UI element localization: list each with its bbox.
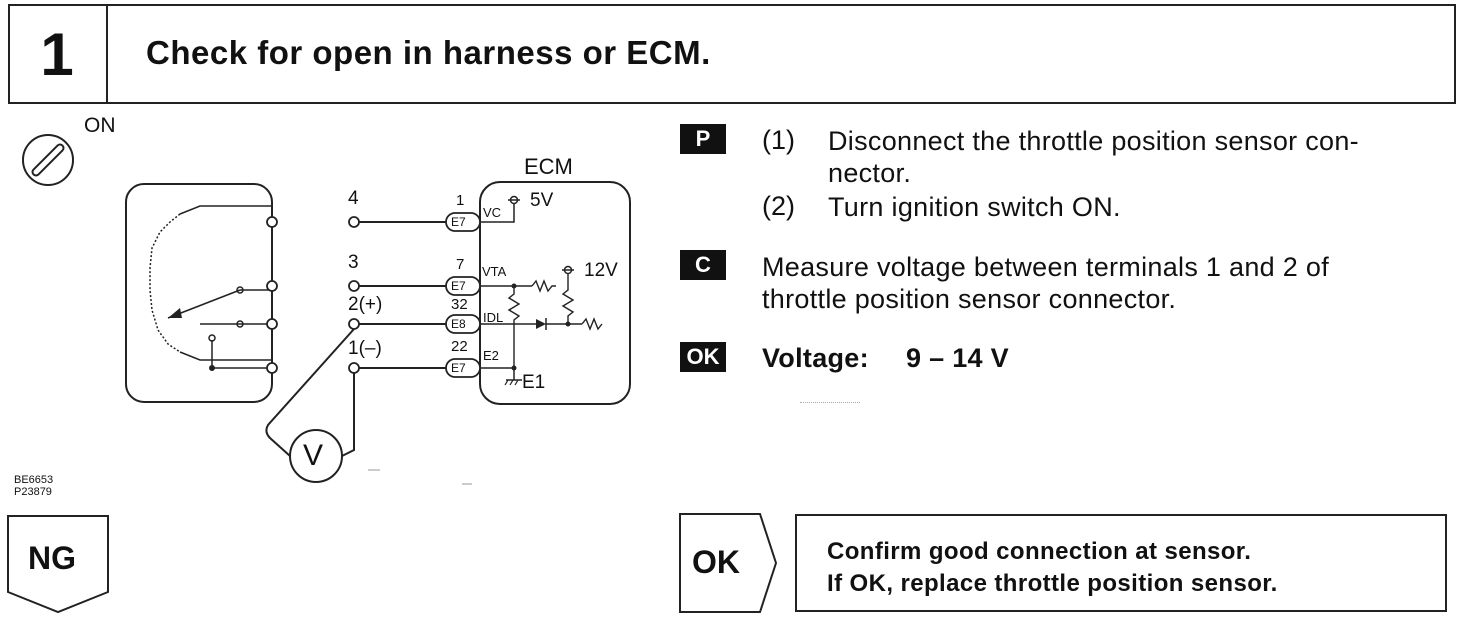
- connector-label: E7: [451, 279, 466, 293]
- ecm-signal-label: IDL: [483, 310, 504, 325]
- step-header: [8, 4, 1456, 104]
- spec-label: Voltage:: [762, 343, 869, 373]
- sensor-housing: [125, 183, 273, 403]
- ignition-on-label: ON: [84, 114, 116, 137]
- ecm-pin-number: 1: [456, 192, 465, 209]
- ok-conclusion-box: Confirm good connection at sensor. If OK…: [795, 514, 1447, 612]
- ignition-key-icon: [22, 134, 74, 186]
- ecm-signal-label: VTA: [482, 264, 507, 279]
- step-item-number: (1): [762, 125, 795, 155]
- ground-label: E1: [522, 372, 546, 393]
- check-text: Measure voltage between terminals 1 and …: [762, 252, 1330, 282]
- ecm-housing: [479, 181, 631, 405]
- divider: [800, 402, 860, 403]
- sensor-pin-label: 1(–): [348, 338, 382, 359]
- figure-code: P23879: [14, 486, 52, 498]
- step-title: Check for open in harness or ECM.: [146, 34, 711, 71]
- step-item-text: Disconnect the throttle position sensor …: [828, 126, 1359, 156]
- figure-code: BE6653: [14, 474, 54, 486]
- ecm-signal-label: E2: [483, 348, 499, 363]
- wiring-diagram: ECM 4 3 2(+) 1(–) 1 7 32 22 E7 E7 E8 E7 …: [110, 150, 650, 490]
- check-tag: C: [680, 250, 726, 280]
- spec-value: 9 – 14 V: [906, 343, 1009, 373]
- step-item-number: (2): [762, 191, 795, 221]
- procedure-tag: P: [680, 124, 726, 154]
- connector-label: E7: [451, 215, 466, 229]
- conclusion-line: Confirm good connection at sensor.: [827, 538, 1252, 565]
- ignition-switch: [12, 118, 102, 188]
- ecm-pin-number: 22: [451, 338, 468, 355]
- ng-label: NG: [28, 540, 76, 576]
- ok-result: OK: [678, 512, 778, 614]
- check-text: throttle position sensor connector.: [762, 284, 1177, 314]
- ecm-signal-label: VC: [483, 205, 502, 220]
- ecm-label: ECM: [524, 154, 573, 179]
- step-number: 1: [8, 4, 108, 104]
- voltage-12v-label: 12V: [584, 260, 618, 281]
- ok-spec-tag: OK: [680, 342, 726, 372]
- ng-result: NG: [6, 514, 110, 614]
- connector-label: E7: [451, 361, 466, 375]
- step-item-text: nector.: [828, 158, 912, 188]
- connector-label: E8: [451, 317, 466, 331]
- conclusion-line: If OK, replace throttle position sensor.: [827, 570, 1278, 597]
- sensor-pin-label: 3: [348, 252, 359, 273]
- ecm-pin-number: 32: [451, 296, 468, 313]
- ecm-pin-number: 7: [456, 256, 465, 273]
- sensor-pin-label: 2(+): [348, 294, 383, 315]
- sensor-pin-label: 4: [348, 188, 359, 209]
- voltage-5v-label: 5V: [530, 190, 554, 211]
- voltmeter-label: V: [303, 439, 324, 472]
- step-item-text: Turn ignition switch ON.: [828, 192, 1121, 222]
- ok-label: OK: [692, 544, 740, 580]
- voltmeter-icon: [289, 429, 343, 483]
